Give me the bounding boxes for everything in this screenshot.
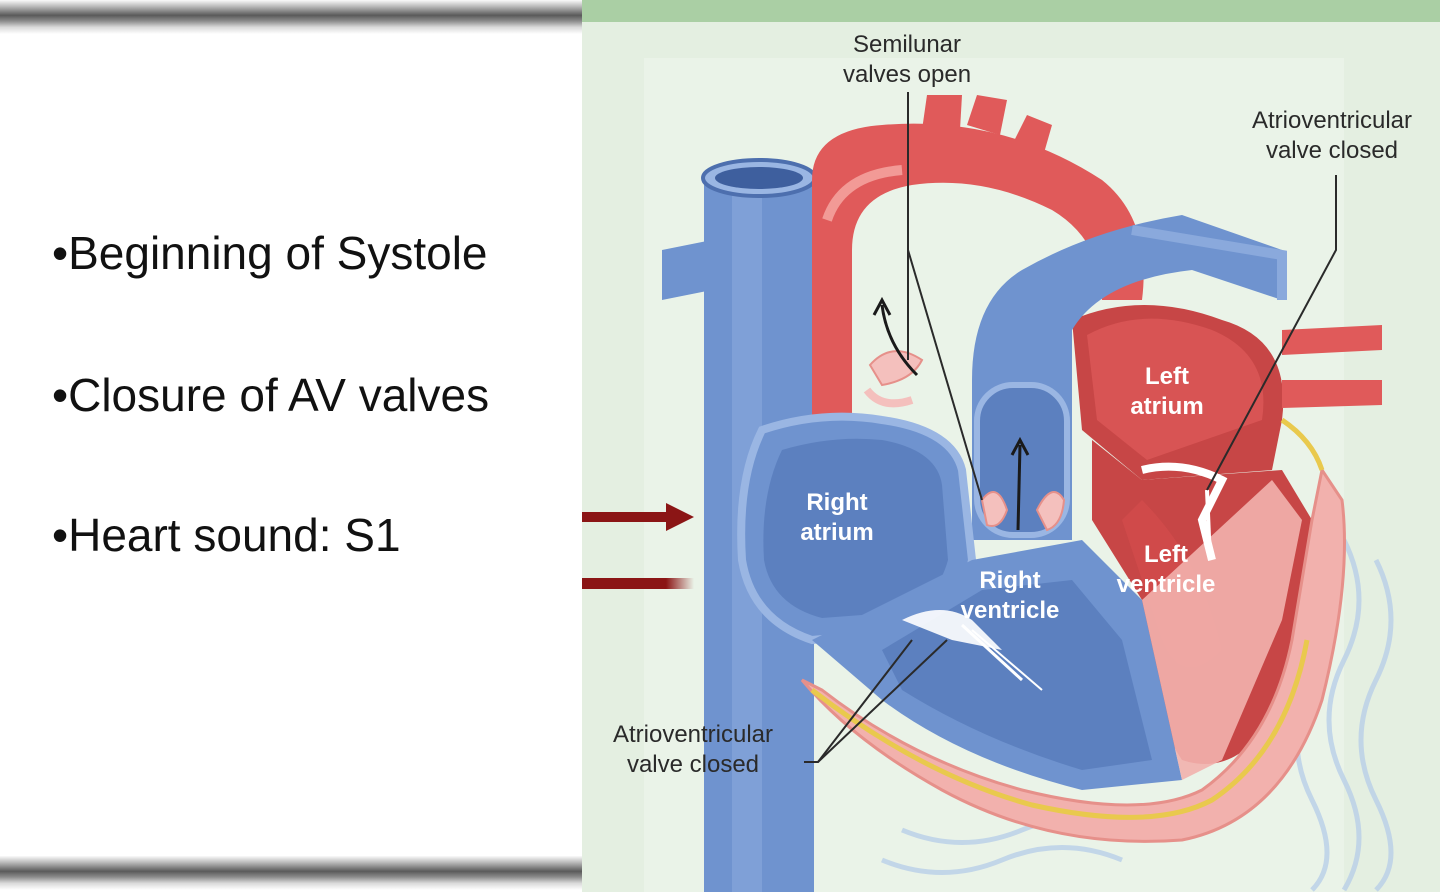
label-right-atrium-line-1: Right	[806, 489, 868, 516]
label-av-top-line-2: valve closed	[1265, 137, 1399, 164]
label-left-ventricle-line-1: Left	[1144, 541, 1188, 568]
label-right-atrium: Right atrium	[772, 488, 902, 548]
top-divider-bar	[0, 0, 582, 34]
label-av-valve-bottom: Atrioventricular valve closed	[582, 720, 804, 780]
label-semilunar-line-1: Semilunar	[852, 31, 962, 58]
leader-lines	[804, 92, 1337, 763]
myocardium-wall	[800, 417, 1346, 843]
bullet-heart-sound-s1: •Heart sound: S1	[52, 509, 401, 561]
label-right-ventricle-line-1: Right	[979, 567, 1041, 594]
label-left-atrium-line-2: atrium	[1130, 393, 1204, 420]
heart-illustration	[582, 0, 1440, 892]
label-right-ventricle-line-2: ventricle	[960, 597, 1060, 624]
label-right-atrium-line-2: atrium	[800, 519, 874, 546]
label-semilunar-valves: Semilunar valves open	[802, 30, 1012, 90]
valves	[863, 350, 1228, 691]
pointer-arrow-lower	[582, 578, 694, 589]
heart-diagram-figure: Semilunar valves open Atrioventricular v…	[582, 0, 1440, 892]
label-av-top-line-1: Atrioventricular	[1251, 107, 1413, 134]
label-left-ventricle: Left ventricle	[1096, 540, 1236, 600]
label-av-valve-top: Atrioventricular valve closed	[1224, 106, 1440, 166]
pointer-arrows	[582, 503, 694, 589]
bullet-beginning-of-systole: •Beginning of Systole	[52, 227, 488, 279]
figure-header-strip	[582, 0, 1440, 22]
label-left-atrium-line-1: Left	[1145, 363, 1189, 390]
bullet-closure-of-av-valves: •Closure of AV valves	[52, 369, 490, 421]
label-av-bottom-line-1: Atrioventricular	[612, 721, 774, 748]
bottom-divider-bar	[0, 856, 582, 890]
right-atrium-shape	[737, 412, 977, 645]
label-right-ventricle: Right ventricle	[940, 566, 1080, 626]
label-semilunar-line-2: valves open	[842, 61, 972, 88]
blood-flow-arrows	[872, 296, 1030, 531]
label-av-bottom-line-2: valve closed	[626, 751, 760, 778]
slide-text-panel: •Beginning of Systole •Closure of AV val…	[0, 0, 582, 892]
label-left-ventricle-line-2: ventricle	[1116, 571, 1216, 598]
pointer-arrow-upper	[582, 503, 694, 531]
label-left-atrium: Left atrium	[1102, 362, 1232, 422]
